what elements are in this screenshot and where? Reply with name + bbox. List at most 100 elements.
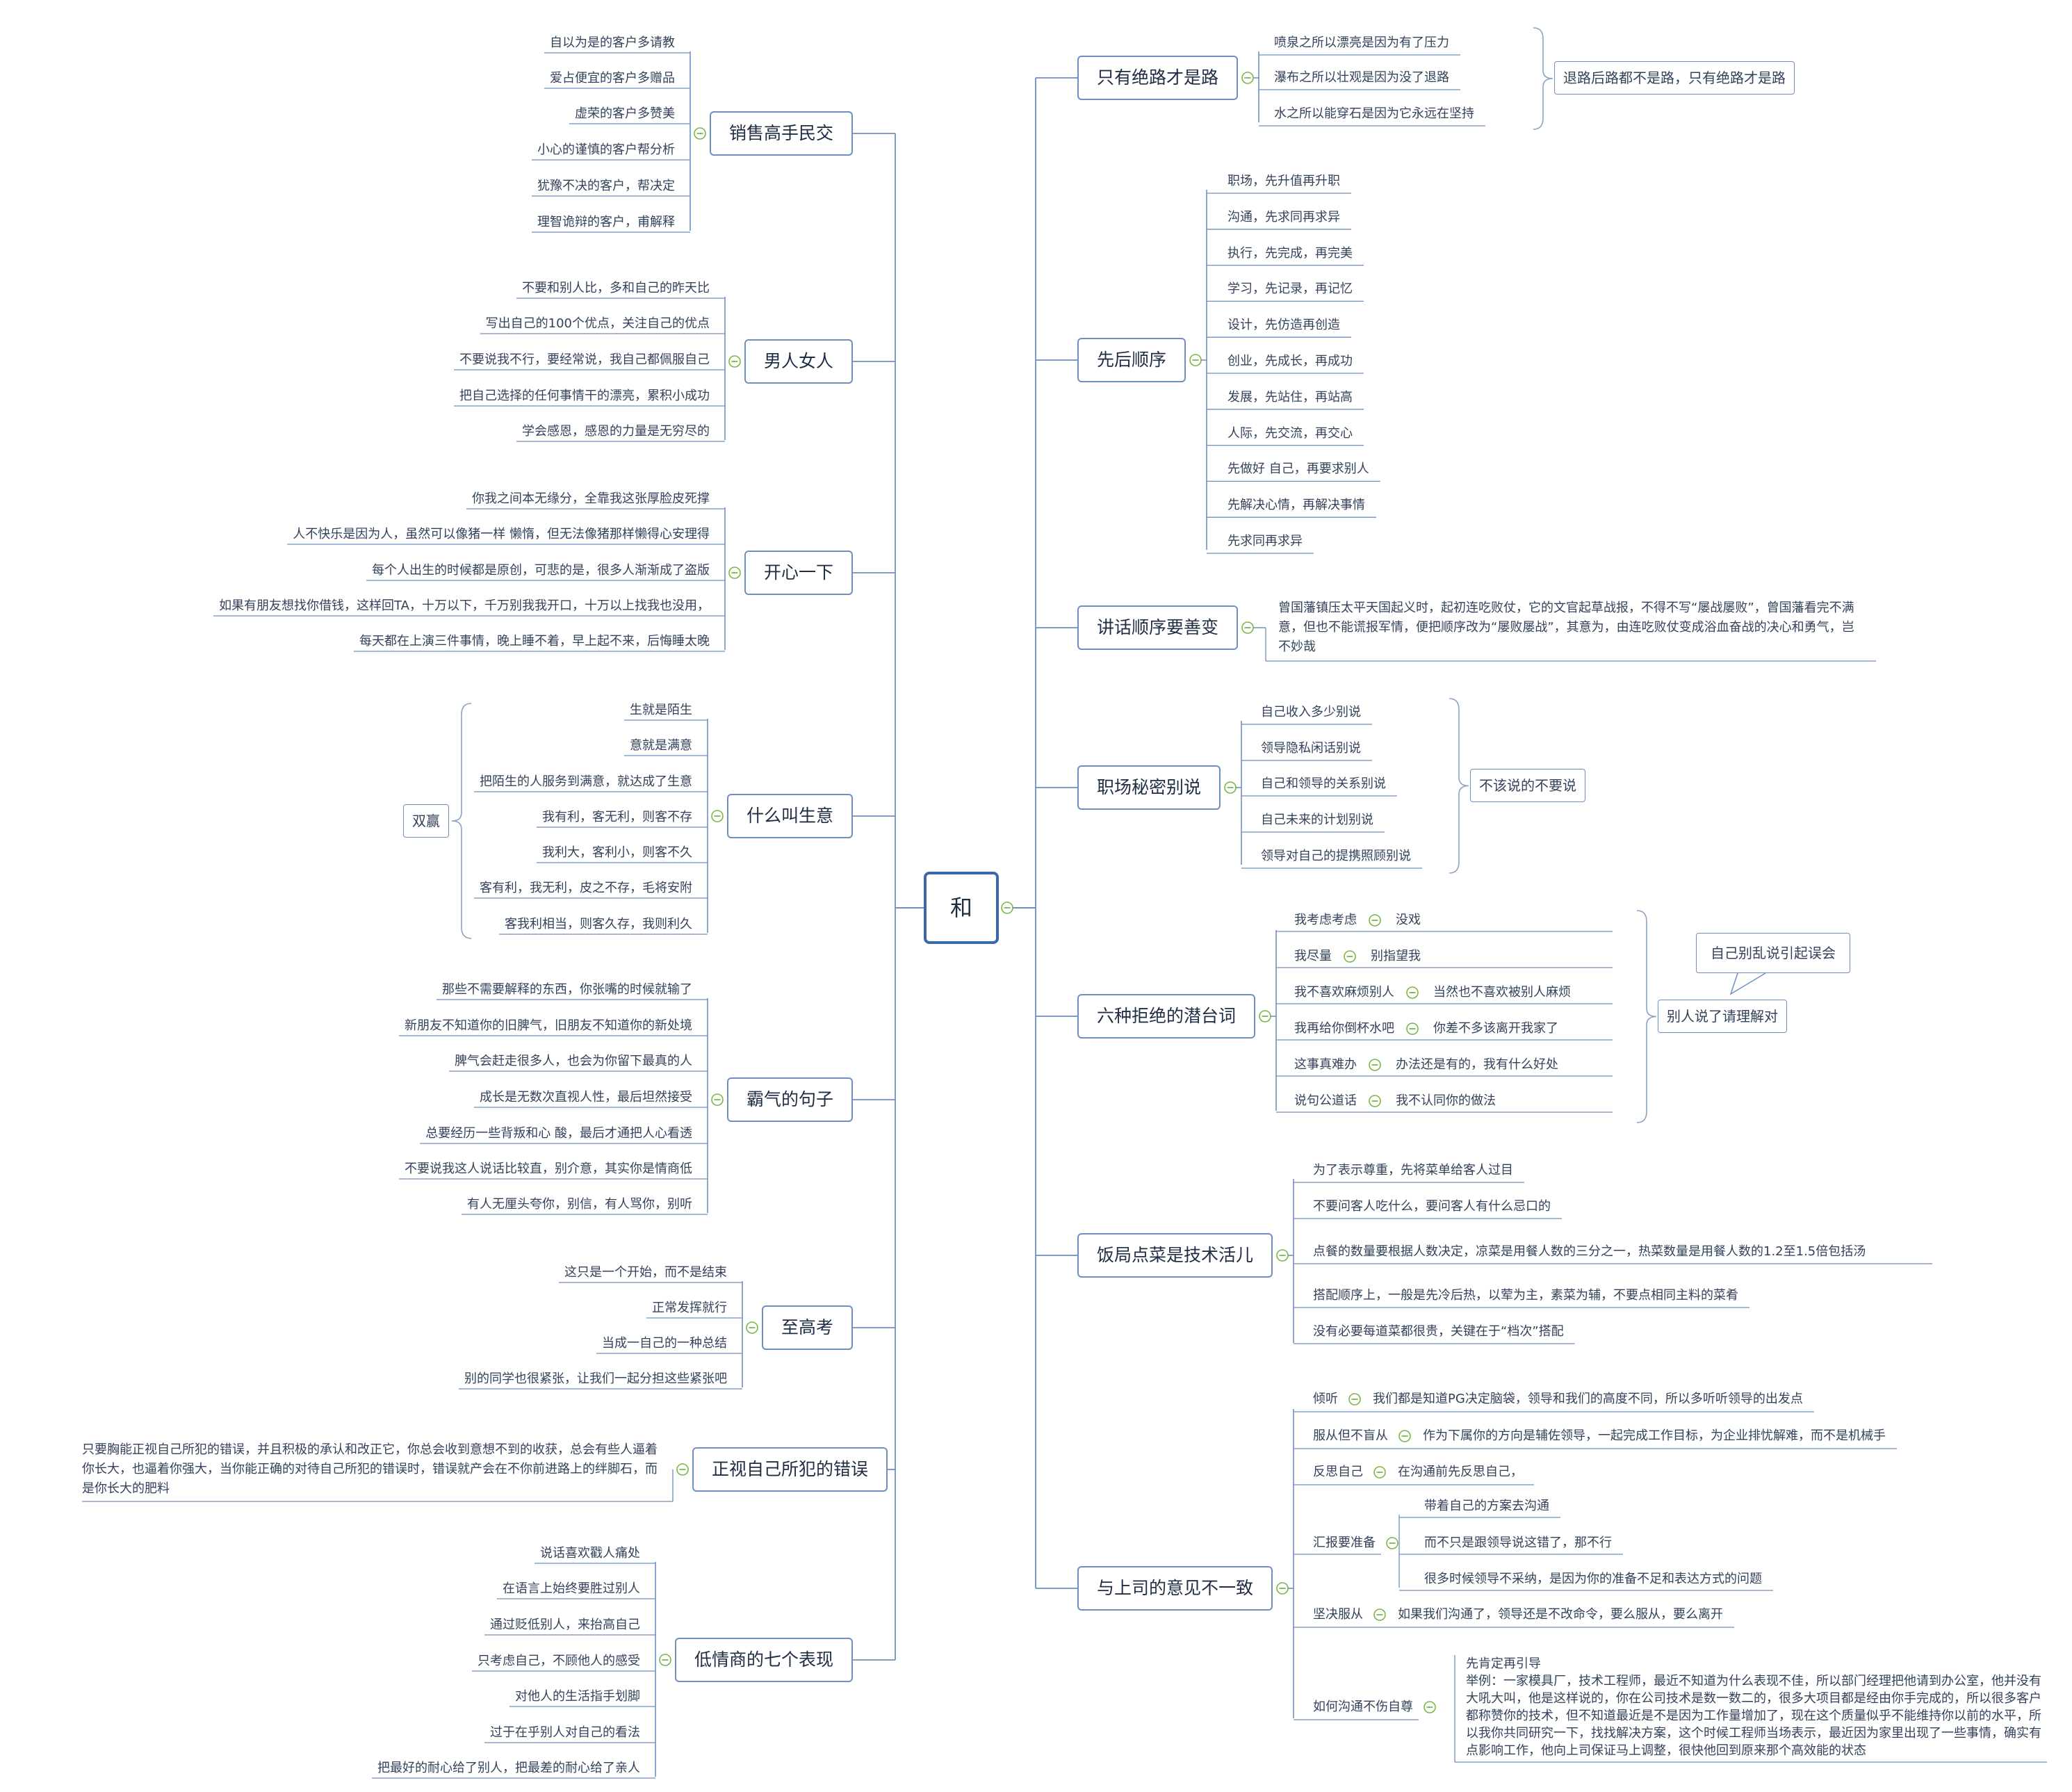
supervisor-topic-2[interactable]: 反思自己 xyxy=(1313,1465,1364,1479)
collapse-icon-right-4[interactable] xyxy=(1259,1010,1271,1023)
collapse-icon-right-0[interactable] xyxy=(1241,72,1254,84)
refusal-meaning-2[interactable]: 当然也不喜欢被别人麻烦 xyxy=(1433,985,1572,1000)
collapse-icon-refusal-0[interactable] xyxy=(1369,914,1381,927)
leaf-left-7-0[interactable]: 说话喜欢戳人痛处 xyxy=(539,1546,640,1561)
branch-topic-left-2[interactable]: 开心一下 xyxy=(744,551,853,595)
leaf-left-0-5[interactable]: 理智诡辩的客户，甫解释 xyxy=(537,215,675,229)
leaf-left-2-0[interactable]: 你我之间本无缘分，全靠我这张厚脸皮死撑 xyxy=(471,491,710,506)
central-collapse-icon[interactable] xyxy=(1001,902,1013,914)
branch-topic-left-1[interactable]: 男人女人 xyxy=(744,339,853,384)
branch-topic-left-3[interactable]: 什么叫生意 xyxy=(726,794,853,838)
supervisor-detail-0-0[interactable]: 我们都是知道PG决定脑袋，领导和我们的高度不同，所以多听听领导的出发点 xyxy=(1373,1392,1803,1406)
leaf-left-5-0[interactable]: 这只是一个开始，而不是结束 xyxy=(564,1265,727,1280)
supervisor-topic-1[interactable]: 服从但不盲从 xyxy=(1313,1428,1389,1443)
leaf-left-7-2[interactable]: 通过贬低别人，来抬高自己 xyxy=(489,1618,640,1632)
refusal-meaning-0[interactable]: 没戏 xyxy=(1396,913,1421,927)
leaf-right-0-2[interactable]: 水之所以能穿石是因为它永远在坚持 xyxy=(1274,106,1475,121)
branch-topic-right-4[interactable]: 六种拒绝的潜台词 xyxy=(1077,994,1256,1038)
leaf-left-1-0[interactable]: 不要和别人比，多和自己的昨天比 xyxy=(521,281,710,295)
leaf-right-0-0[interactable]: 喷泉之所以漂亮是因为有了压力 xyxy=(1274,35,1450,50)
leaf-right-3-0[interactable]: 自己收入多少别说 xyxy=(1261,705,1362,719)
refusal-phrase-3[interactable]: 我再给你倒杯水吧 xyxy=(1294,1021,1395,1036)
collapse-icon-right-2[interactable] xyxy=(1241,621,1254,634)
leaf-right-1-9[interactable]: 先解决心情，再解决事情 xyxy=(1227,498,1366,513)
collapse-icon-refusal-4[interactable] xyxy=(1369,1059,1381,1071)
branch-topic-right-3[interactable]: 职场秘密别说 xyxy=(1077,765,1221,810)
leaf-left-2-4[interactable]: 每天都在上演三件事情，晚上睡不着，早上起不来，后悔睡太晚 xyxy=(359,634,710,649)
collapse-icon-supervisor-4[interactable] xyxy=(1373,1608,1386,1621)
supervisor-topic-5[interactable]: 如何沟通不伤自尊 xyxy=(1313,1700,1414,1714)
supervisor-detail-1-0[interactable]: 作为下属你的方向是辅佐领导，一起完成工作目标，为企业排忧解难，而不是机械手 xyxy=(1423,1428,1886,1443)
refusal-meaning-5[interactable]: 我不认同你的做法 xyxy=(1396,1093,1496,1108)
leaf-left-4-0[interactable]: 那些不需要解释的东西，你张嘴的时候就输了 xyxy=(441,982,692,997)
supervisor-detail-2-0[interactable]: 在沟通前先反思自己， xyxy=(1398,1465,1524,1479)
collapse-icon-left-5[interactable] xyxy=(746,1321,758,1334)
supervisor-topic-4[interactable]: 坚决服从 xyxy=(1313,1607,1364,1622)
refusal-meaning-4[interactable]: 办法还是有的，我有什么好处 xyxy=(1396,1057,1559,1072)
leaf-left-4-3[interactable]: 成长是无数次直视人性，最后坦然接受 xyxy=(479,1090,692,1105)
collapse-icon-supervisor-5[interactable] xyxy=(1424,1701,1436,1713)
collapse-icon-left-1[interactable] xyxy=(728,355,741,368)
branch-topic-left-6[interactable]: 正视自己所犯的错误 xyxy=(692,1447,888,1492)
leaf-left-3-2[interactable]: 把陌生的人服务到满意，就达成了生意 xyxy=(479,774,692,789)
collapse-icon-refusal-3[interactable] xyxy=(1406,1023,1419,1035)
supervisor-detail-3-1[interactable]: 而不只是跟领导说这错了，那不行 xyxy=(1424,1536,1613,1550)
leaf-left-2-1[interactable]: 人不快乐是因为人，虽然可以像猪一样 懒惰，但无法像猪那样懒得心安理得 xyxy=(293,527,710,541)
summary-right-3[interactable]: 不该说的不要说 xyxy=(1470,769,1585,802)
leaf-left-3-0[interactable]: 生就是陌生 xyxy=(629,703,692,717)
leaf-left-4-2[interactable]: 脾气会赶走很多人，也会为你留下最真的人 xyxy=(454,1054,692,1068)
branch-topic-right-6[interactable]: 与上司的意见不一致 xyxy=(1077,1566,1273,1611)
branch-topic-left-0[interactable]: 销售高手民交 xyxy=(709,111,853,156)
collapse-icon-left-4[interactable] xyxy=(711,1093,724,1106)
summary-right-0[interactable]: 退路后路都不是路，只有绝路才是路 xyxy=(1554,61,1795,95)
leaf-left-3-5[interactable]: 客有利，我无利，皮之不存，毛将安附 xyxy=(479,881,692,895)
leaf-left-0-2[interactable]: 虚荣的客户多赞美 xyxy=(574,106,675,121)
collapse-icon-refusal-1[interactable] xyxy=(1344,950,1356,963)
leaf-right-1-1[interactable]: 沟通，先求同再求异 xyxy=(1227,209,1341,225)
leaf-left-7-4[interactable]: 对他人的生活指手划脚 xyxy=(514,1689,640,1704)
branch-topic-left-5[interactable]: 至高考 xyxy=(761,1305,853,1350)
branch-topic-right-5[interactable]: 饭局点菜是技术活儿 xyxy=(1077,1233,1273,1278)
leaf-right-1-10[interactable]: 先求同再求异 xyxy=(1227,534,1303,548)
leaf-left-1-4[interactable]: 学会感恩，感恩的力量是无穷尽的 xyxy=(521,424,710,439)
leaf-left-5-2[interactable]: 当成一自己的一种总结 xyxy=(601,1336,727,1351)
collapse-icon-supervisor-0[interactable] xyxy=(1348,1393,1361,1406)
leaf-left-5-1[interactable]: 正常发挥就行 xyxy=(651,1301,727,1315)
collapse-icon-right-1[interactable] xyxy=(1189,354,1202,366)
leaf-left-0-4[interactable]: 犹豫不决的客户，帮决定 xyxy=(537,179,675,193)
leaf-left-1-2[interactable]: 不要说我不行，要经常说，我自己都佩服自己 xyxy=(459,352,710,367)
leaf-right-5-2[interactable]: 点餐的数量要根据人数决定，凉菜是用餐人数的三分之一，热菜数量是用餐人数的1.2至… xyxy=(1313,1244,1866,1259)
branch-topic-left-4[interactable]: 霸气的句子 xyxy=(726,1077,853,1122)
supervisor-detail-3-0[interactable]: 带着自己的方案去沟通 xyxy=(1424,1499,1550,1513)
leaf-left-7-3[interactable]: 只考虑自己，不顾他人的感受 xyxy=(477,1654,640,1668)
refusal-phrase-1[interactable]: 我尽量 xyxy=(1294,949,1332,963)
collapse-icon-refusal-2[interactable] xyxy=(1406,986,1419,999)
collapse-icon-right-6[interactable] xyxy=(1276,1582,1289,1595)
summary-left-3[interactable]: 双赢 xyxy=(402,804,449,838)
leaf-left-0-1[interactable]: 爱占便宜的客户多赠品 xyxy=(549,71,675,85)
collapse-icon-right-3[interactable] xyxy=(1224,781,1237,794)
refusal-phrase-2[interactable]: 我不喜欢麻烦别人 xyxy=(1294,985,1395,1000)
supervisor-detail-3-2[interactable]: 很多时候领导不采纳，是因为你的准备不足和表达方式的问题 xyxy=(1424,1572,1763,1586)
refusal-phrase-5[interactable]: 说句公道话 xyxy=(1294,1093,1357,1108)
collapse-icon-supervisor-2[interactable] xyxy=(1373,1466,1386,1479)
refusal-phrase-0[interactable]: 我考虑考虑 xyxy=(1294,913,1357,927)
leaf-right-3-3[interactable]: 自己未来的计划别说 xyxy=(1261,813,1374,827)
leaf-right-1-0[interactable]: 职场，先升值再升职 xyxy=(1227,174,1341,188)
refusal-meaning-1[interactable]: 别指望我 xyxy=(1371,949,1421,963)
leaf-left-3-1[interactable]: 意就是满意 xyxy=(629,738,692,753)
leaf-left-1-1[interactable]: 写出自己的100个优点，关注自己的优点 xyxy=(485,316,710,331)
leaf-left-7-6[interactable]: 把最好的耐心给了别人，把最差的耐心给了亲人 xyxy=(377,1761,640,1775)
leaf-left-5-3[interactable]: 别的同学也很紧张，让我们一起分担这些紧张吧 xyxy=(464,1371,727,1386)
leaf-right-1-2[interactable]: 执行，先完成，再完美 xyxy=(1227,245,1353,261)
refusal-phrase-4[interactable]: 这事真难办 xyxy=(1294,1057,1357,1072)
branch-topic-right-2[interactable]: 讲话顺序要善变 xyxy=(1077,605,1239,650)
collapse-icon-left-6[interactable] xyxy=(676,1463,689,1476)
leaf-right-5-4[interactable]: 没有必要每道菜都很贵，关键在于“档次”搭配 xyxy=(1313,1324,1564,1339)
leaf-right-1-3[interactable]: 学习，先记录，再记忆 xyxy=(1227,282,1353,297)
leaf-left-2-3[interactable]: 如果有朋友想找你借钱，这样回TA，十万以下，千万别我我开口，十万以上找我也没用， xyxy=(219,598,710,613)
collapse-icon-left-3[interactable] xyxy=(711,810,724,822)
collapse-icon-supervisor-1[interactable] xyxy=(1398,1430,1411,1442)
branch-topic-right-0[interactable]: 只有绝路才是路 xyxy=(1077,56,1239,100)
collapse-icon-left-7[interactable] xyxy=(659,1654,671,1666)
